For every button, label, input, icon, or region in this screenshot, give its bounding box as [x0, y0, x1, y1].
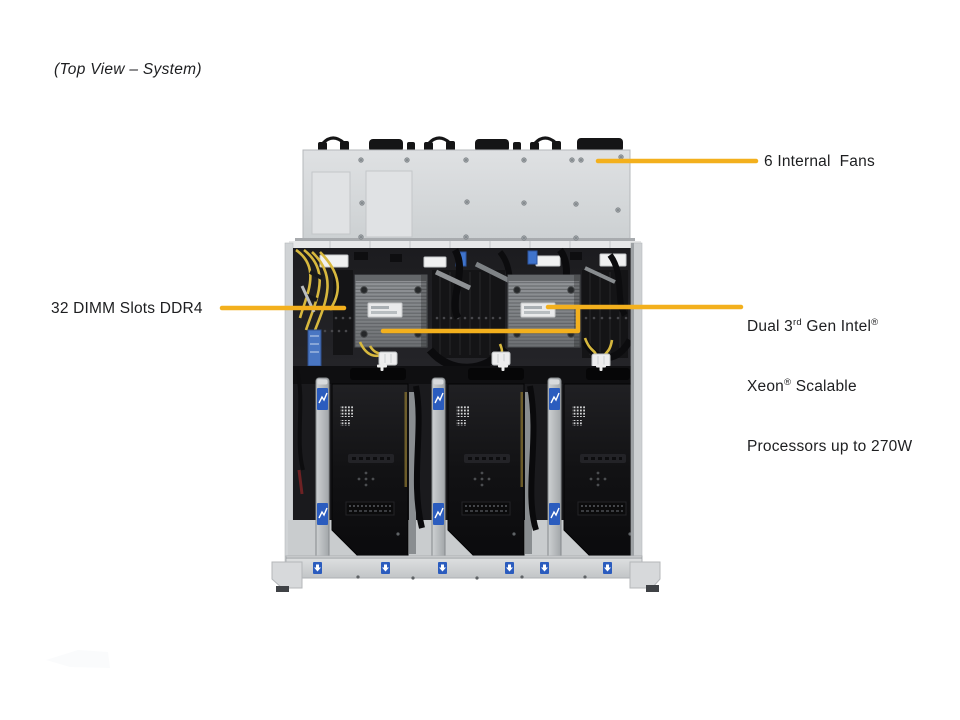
blue-caution-label: [316, 387, 329, 411]
gpu-card-2: [446, 382, 526, 558]
screw-icon: [521, 157, 527, 163]
screw-icon: [521, 200, 527, 206]
screw-icon: [464, 199, 470, 205]
bottom-tray: [285, 555, 643, 580]
chassis-ear-right: [629, 561, 661, 592]
cover-panel: [311, 171, 351, 235]
board-edge-strip: [289, 241, 641, 250]
screw-icon: [615, 207, 621, 213]
blue-caution-label: [432, 502, 445, 526]
cpu-callout-label: Dual 3rd Gen Intel® Xeon® Scalable Proce…: [747, 277, 957, 497]
screw-icon: [358, 234, 364, 240]
gpu-card-3: [562, 382, 642, 558]
screw-icon: [573, 235, 579, 241]
blue-arrow-label: [313, 562, 322, 574]
fan-cover: [295, 149, 635, 242]
dimm-callout-label: 32 DIMM Slots DDR4: [51, 300, 203, 317]
blue-caution-label: [548, 387, 561, 411]
blue-arrow-label: [438, 562, 447, 574]
superscript: rd: [793, 316, 802, 328]
blue-arrow-label: [540, 562, 549, 574]
text-run: Dual 3: [747, 318, 794, 335]
chassis-wall-right: [630, 242, 643, 564]
registered-mark: ®: [784, 376, 792, 388]
screw-icon: [463, 234, 469, 240]
cpu-callout-line3: Processors up to 270W: [747, 438, 913, 455]
screw-icon: [358, 157, 364, 163]
blue-vertical-connector: [307, 329, 322, 367]
blue-arrow-label: [381, 562, 390, 574]
screw-icon: [618, 154, 624, 160]
screw-icon: [569, 157, 575, 163]
figure-title: (Top View – System): [54, 61, 202, 78]
cpu-callout-line1: Dual 3rd Gen Intel®: [747, 317, 957, 337]
gpu-card-1: [330, 382, 410, 558]
faint-artifact: [46, 650, 110, 668]
callout-lines: [219, 158, 759, 334]
callout-bracket-cpu: [380, 304, 744, 334]
blue-arrow-label: [603, 562, 612, 574]
cpu-callout-line2: Xeon® Scalable: [747, 377, 957, 397]
chassis-ear-left: [271, 561, 303, 592]
power-connector: [491, 351, 511, 366]
gpu-bay: [288, 361, 642, 564]
blue-arrow-label: [505, 562, 514, 574]
bay-brackets: [295, 369, 539, 554]
screw-icon: [578, 157, 584, 163]
motherboard-area: [293, 247, 634, 372]
thumbscrews: [377, 361, 606, 371]
blue-caution-label: [316, 502, 329, 526]
chassis-wall-left: [284, 242, 294, 564]
cpu-heatsink-right: [507, 274, 581, 348]
screw-icon: [463, 157, 469, 163]
fan-tab: [577, 138, 623, 152]
fans-callout-label: 6 Internal Fans: [764, 153, 875, 170]
blue-caution-label: [432, 387, 445, 411]
screw-icon: [573, 201, 579, 207]
registered-mark: ®: [871, 316, 879, 328]
screw-icon: [404, 157, 410, 163]
cover-panel: [365, 170, 413, 238]
text-run: Gen Intel: [801, 318, 872, 335]
blue-connector: [527, 250, 538, 265]
cpu-heatsink-left: [354, 274, 428, 348]
text-run: Xeon: [747, 378, 784, 395]
screw-icon: [521, 235, 527, 241]
blue-caution-label: [548, 502, 561, 526]
screw-icon: [359, 200, 365, 206]
text-run: Scalable: [791, 378, 857, 395]
